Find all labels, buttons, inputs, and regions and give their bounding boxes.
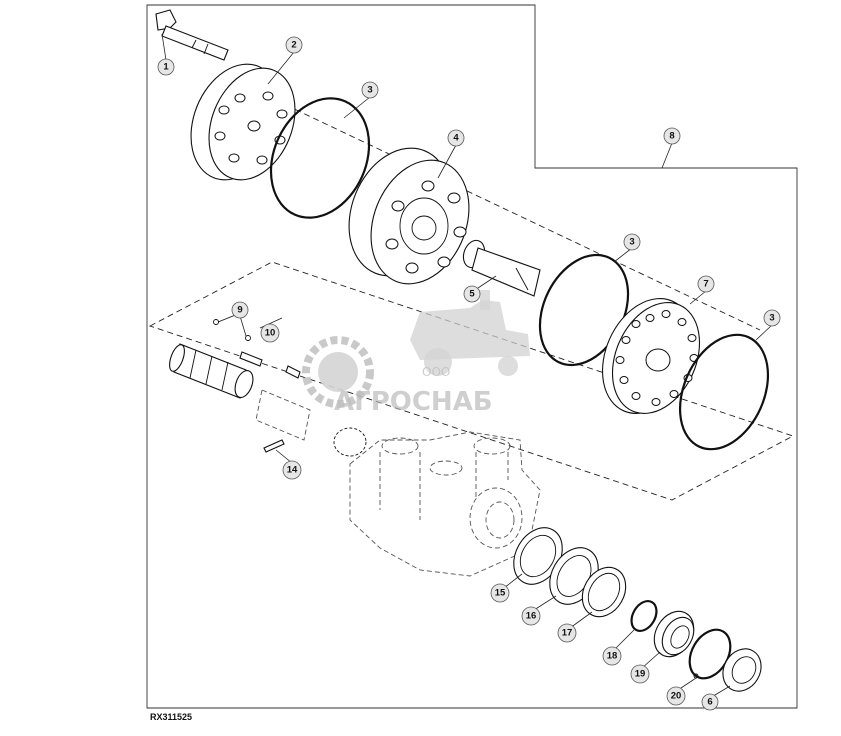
- svg-text:6: 6: [707, 697, 712, 708]
- callout-3: 3: [361, 81, 379, 99]
- drive-shaft-part: [462, 239, 541, 297]
- dust-seal-part: [722, 648, 762, 692]
- svg-text:3: 3: [629, 237, 634, 248]
- svg-text:16: 16: [526, 611, 537, 622]
- seal-part: [653, 610, 695, 658]
- callout-5: 5: [463, 285, 481, 303]
- callout-6: 6: [701, 693, 719, 711]
- center-axis: [249, 87, 761, 331]
- svg-text:4: 4: [453, 133, 459, 144]
- motor-housing-part: [349, 431, 541, 577]
- svg-text:3: 3: [769, 313, 774, 324]
- callout-17: 17: [557, 623, 577, 643]
- callout-15: 15: [490, 583, 510, 603]
- callout-3: 3: [763, 309, 781, 327]
- svg-text:18: 18: [607, 651, 618, 662]
- assembly-outline: [148, 261, 795, 501]
- svg-text:8: 8: [669, 131, 674, 142]
- spool-sleeve-part: [169, 343, 301, 399]
- end-cap-part: [190, 63, 296, 181]
- valve-plate-part: [601, 298, 701, 414]
- svg-text:19: 19: [635, 669, 646, 680]
- washer-part: [581, 566, 627, 618]
- o-ring-part: [269, 97, 371, 219]
- figure-id: RX311525: [150, 712, 193, 722]
- o-ring-part: [678, 333, 770, 451]
- watermark: ООО АГРОСНАБ: [302, 290, 530, 417]
- callout-19: 19: [630, 664, 650, 684]
- callout-18: 18: [602, 646, 622, 666]
- callout-1: 1: [157, 58, 175, 76]
- leader-lines: [161, 33, 773, 699]
- svg-text:14: 14: [287, 465, 298, 476]
- pin-parts: [213, 313, 251, 341]
- callout-8: 8: [663, 127, 681, 145]
- callout-10: 10: [260, 323, 280, 343]
- spool-ghost-part: [255, 389, 311, 441]
- svg-text:1: 1: [163, 62, 169, 73]
- callout-3: 3: [623, 233, 641, 251]
- svg-text:2: 2: [291, 40, 296, 51]
- svg-text:10: 10: [265, 328, 276, 339]
- svg-text:3: 3: [367, 85, 372, 96]
- bearing-balls-part: [333, 427, 367, 457]
- callout-16: 16: [521, 606, 541, 626]
- callout-4: 4: [447, 129, 465, 147]
- diagram-frame: [146, 4, 798, 709]
- svg-text:20: 20: [671, 691, 682, 702]
- svg-text:9: 9: [237, 305, 242, 316]
- small-o-ring-part: [630, 599, 658, 633]
- callout-9: 9: [231, 301, 249, 319]
- pin-part: [263, 439, 285, 453]
- svg-text:17: 17: [562, 628, 573, 639]
- gerotor-part: [348, 147, 470, 285]
- bolt-part: [155, 9, 229, 61]
- callout-20: 20: [666, 686, 686, 706]
- watermark-company: АГРОСНАБ: [334, 387, 493, 417]
- callouts: 1 2 3 4 8 3 5 7 3 9 10 14 15 16 17 18 19…: [157, 36, 781, 711]
- svg-text:5: 5: [469, 289, 475, 300]
- watermark-prefix: ООО: [422, 365, 450, 379]
- svg-text:15: 15: [495, 588, 506, 599]
- svg-text:7: 7: [703, 279, 708, 290]
- callout-7: 7: [697, 275, 715, 293]
- callout-14: 14: [282, 460, 302, 480]
- callout-2: 2: [285, 36, 303, 54]
